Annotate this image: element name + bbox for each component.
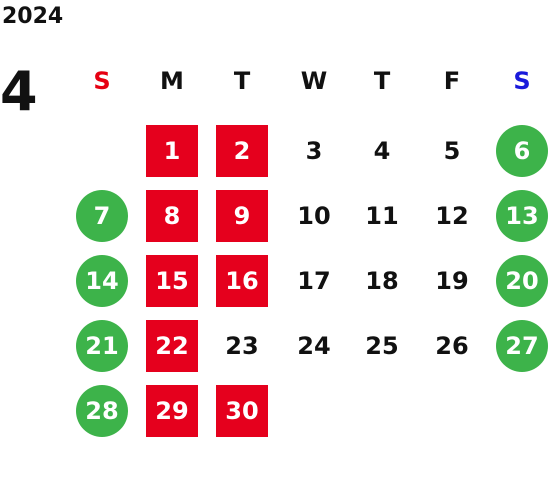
- day-cell: 4: [373, 137, 391, 165]
- day-cell: 22: [146, 320, 198, 372]
- month-number: 4: [0, 60, 38, 123]
- day-cell: 9: [216, 190, 268, 242]
- day-cell: 12: [435, 202, 469, 230]
- day-cell: 17: [297, 267, 331, 295]
- day-cell: 16: [216, 255, 268, 307]
- day-cell: 15: [146, 255, 198, 307]
- weekday-wednesday: W: [300, 67, 328, 95]
- weekday-monday: M: [160, 67, 184, 95]
- weekday-saturday: S: [513, 67, 531, 95]
- day-cell: 19: [435, 267, 469, 295]
- day-cell: 29: [146, 385, 198, 437]
- day-cell: 11: [365, 202, 399, 230]
- day-cell: 13: [496, 190, 548, 242]
- day-cell: 27: [496, 320, 548, 372]
- year-label: 2024: [2, 4, 64, 29]
- weekday-thursday: T: [373, 67, 391, 95]
- day-cell: 7: [76, 190, 128, 242]
- day-cell: 6: [496, 125, 548, 177]
- day-cell: 20: [496, 255, 548, 307]
- day-cell: 21: [76, 320, 128, 372]
- day-cell: 3: [305, 137, 323, 165]
- day-cell: 8: [146, 190, 198, 242]
- day-cell: 5: [443, 137, 461, 165]
- day-cell: 28: [76, 385, 128, 437]
- day-cell: 23: [225, 332, 259, 360]
- day-cell: 25: [365, 332, 399, 360]
- day-cell: 10: [297, 202, 331, 230]
- day-cell: 1: [146, 125, 198, 177]
- day-cell: 26: [435, 332, 469, 360]
- day-cell: 18: [365, 267, 399, 295]
- weekday-sunday: S: [93, 67, 111, 95]
- day-cell: 30: [216, 385, 268, 437]
- day-cell: 24: [297, 332, 331, 360]
- weekday-tuesday: T: [233, 67, 251, 95]
- weekday-friday: F: [443, 67, 461, 95]
- day-cell: 2: [216, 125, 268, 177]
- day-cell: 14: [76, 255, 128, 307]
